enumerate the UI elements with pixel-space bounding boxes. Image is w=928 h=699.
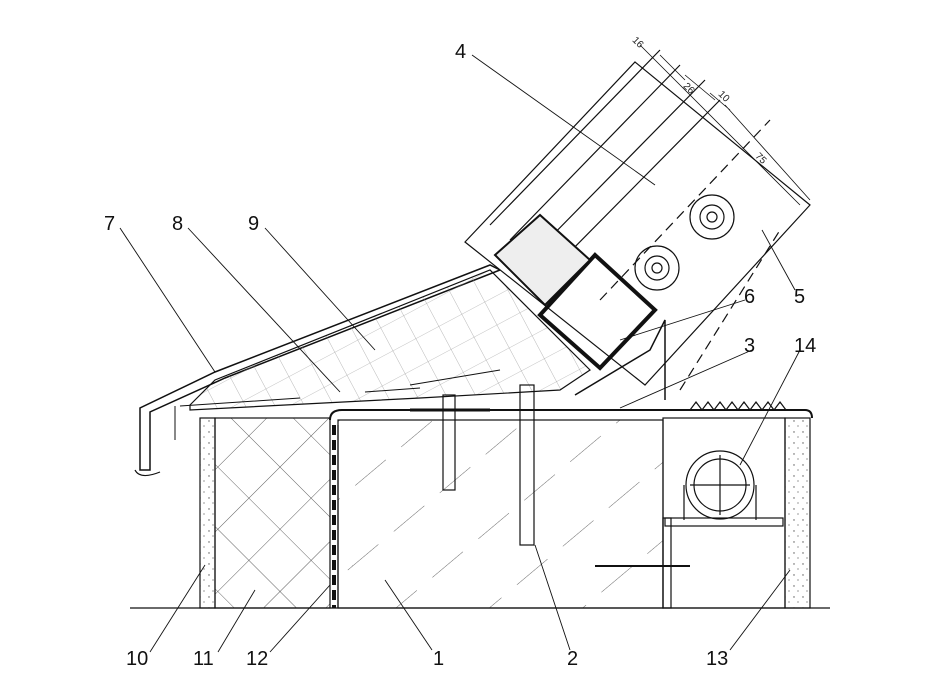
pipe-outer — [685, 450, 755, 520]
base-plate — [329, 409, 813, 421]
insulation-block — [214, 417, 331, 609]
callout-13: 13 — [706, 648, 728, 670]
callout-3: 3 — [744, 335, 755, 357]
callout-2: 2 — [567, 648, 578, 670]
callout-14: 14 — [794, 335, 816, 357]
concrete-strip-right — [784, 417, 811, 609]
anchor-bolt — [519, 384, 535, 546]
bolt-head — [634, 245, 680, 291]
concrete-strip-left — [199, 417, 216, 609]
pipe-bracket — [664, 517, 784, 527]
aluminium-profile — [537, 252, 658, 371]
bolt-head — [689, 194, 735, 240]
bracket — [574, 319, 666, 400]
leader-lines — [119, 54, 801, 653]
callout-7: 7 — [104, 213, 115, 235]
callout-6: 6 — [744, 286, 755, 308]
callout-10: 10 — [126, 648, 148, 670]
concrete-block — [337, 419, 664, 609]
callout-1: 1 — [433, 648, 444, 670]
service-cavity — [662, 417, 786, 609]
callout-9: 9 — [248, 213, 259, 235]
dimension-26: 26 — [681, 81, 697, 97]
callout-8: 8 — [172, 213, 183, 235]
callout-11: 11 — [193, 648, 214, 670]
callout-5: 5 — [794, 286, 805, 308]
insulation-wedge — [189, 269, 591, 411]
bolt — [442, 394, 456, 491]
callout-12: 12 — [246, 648, 268, 670]
callout-4: 4 — [455, 41, 466, 63]
